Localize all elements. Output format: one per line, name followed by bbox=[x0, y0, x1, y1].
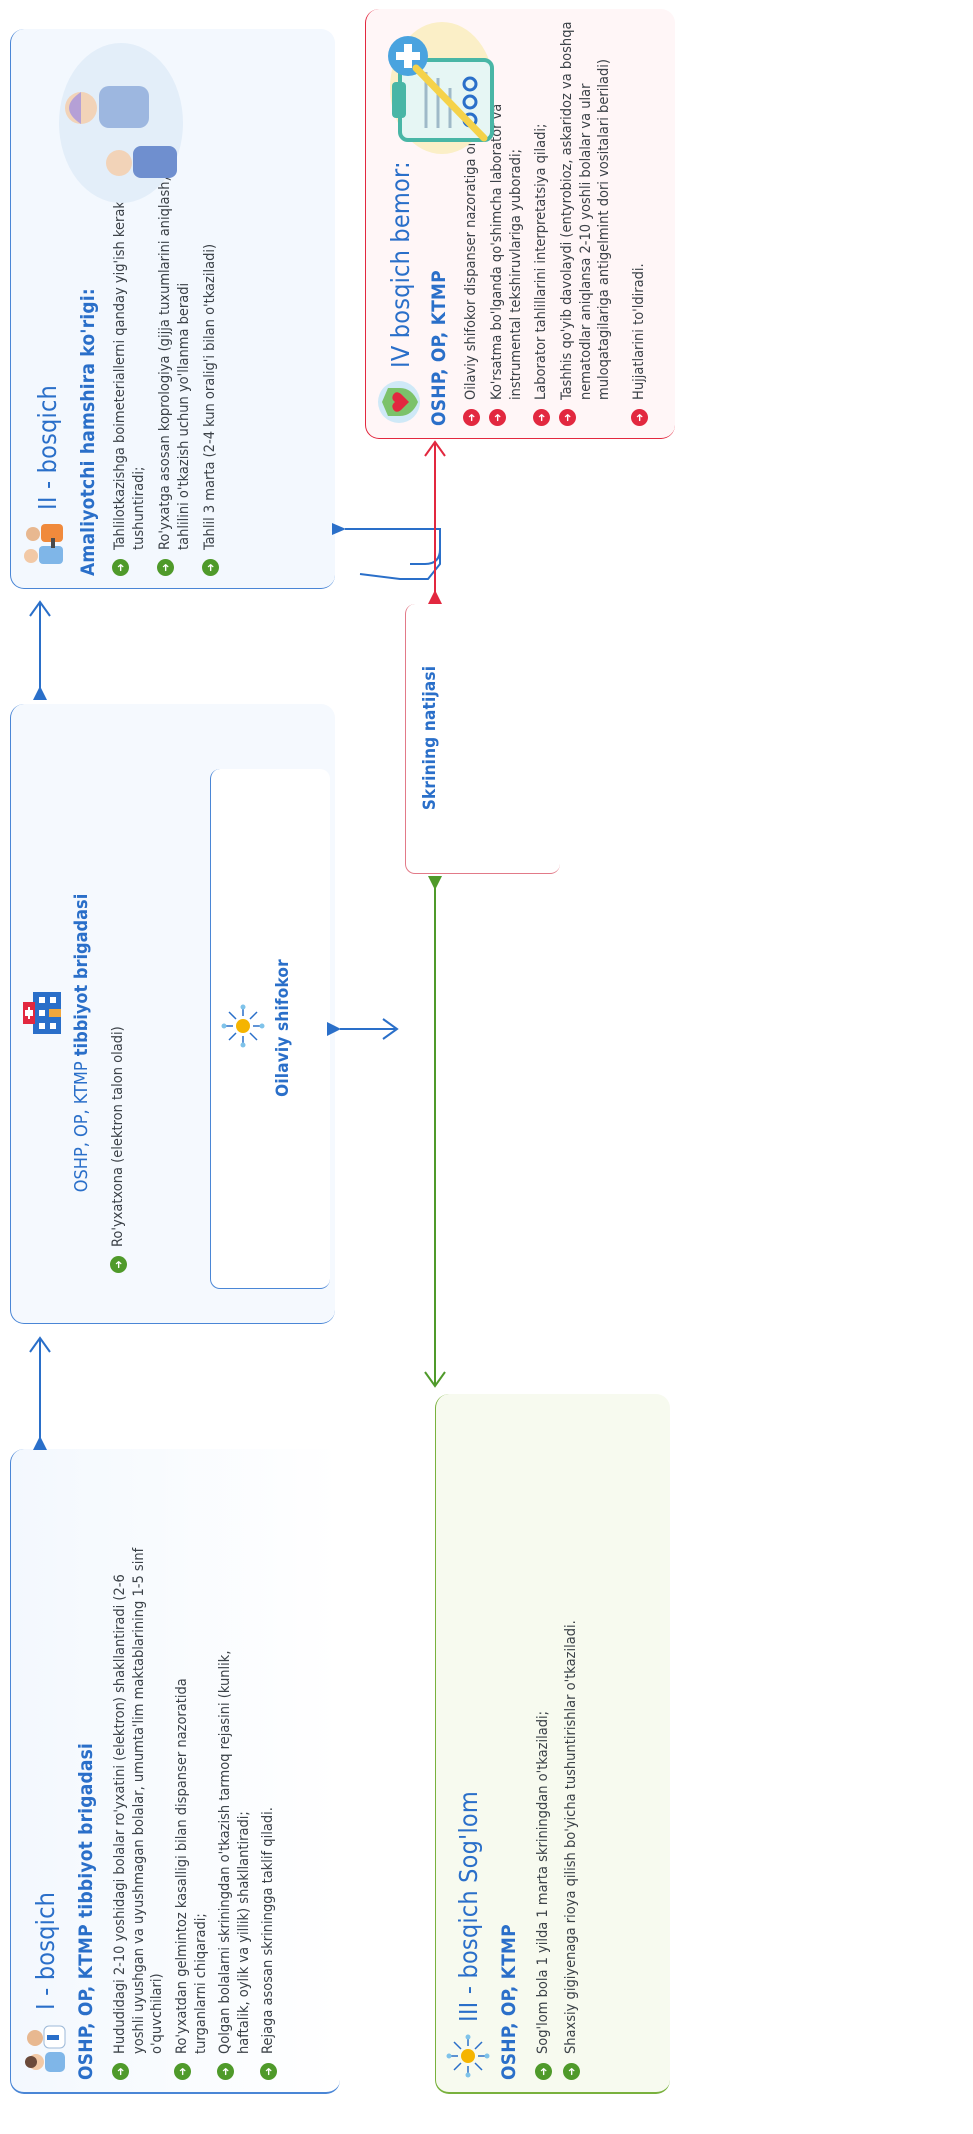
network-icon bbox=[446, 2034, 490, 2078]
arrow-marker-icon bbox=[332, 523, 346, 535]
patient-consultation-illustration bbox=[59, 43, 183, 203]
arrow-marker-icon bbox=[428, 876, 442, 890]
arrow-result-to-stage3 bbox=[424, 884, 446, 1388]
arrow-result-to-stage4 bbox=[424, 440, 446, 594]
arrow-center-to-stage2 bbox=[29, 600, 51, 689]
arrow-marker-icon bbox=[428, 590, 442, 604]
medical-clipboard-icon bbox=[388, 22, 494, 154]
arrow-marker-icon bbox=[33, 1436, 47, 1450]
hospital-building-icon bbox=[23, 992, 61, 1034]
network-icon bbox=[221, 1004, 265, 1048]
arrow-stage2-to-doctor bbox=[345, 528, 441, 580]
doctors-team-icon bbox=[25, 2025, 66, 2072]
arrow-stage1-to-center bbox=[29, 1336, 51, 1439]
arrow-marker-icon bbox=[33, 686, 47, 700]
stage2-card: II - bosqich Amaliyotchi hamshira ko'rig… bbox=[10, 29, 335, 589]
nurse-patient-icon bbox=[24, 524, 63, 564]
stage3-card: III - bosqich Sog'lom OSHP, OP, KTMP ➜So… bbox=[435, 1394, 670, 2094]
stage1-card: I - bosqich OSHP, OP, KTMP tibbiyot brig… bbox=[10, 1449, 340, 2094]
arrow-marker-icon bbox=[327, 1022, 341, 1036]
family-doctor-card: Oilaviy shifokor bbox=[210, 769, 330, 1289]
arrow-doctor-to-result bbox=[340, 1018, 399, 1040]
stage4-card: IV bosqich bemor: OSHP, OP, KTMP ➜Oilavi… bbox=[365, 9, 675, 439]
heart-shield-icon bbox=[378, 381, 420, 423]
center-card: OSHP, OP, KTMP tibbiyot brigadasi ➜Ro'yx… bbox=[10, 704, 335, 1324]
